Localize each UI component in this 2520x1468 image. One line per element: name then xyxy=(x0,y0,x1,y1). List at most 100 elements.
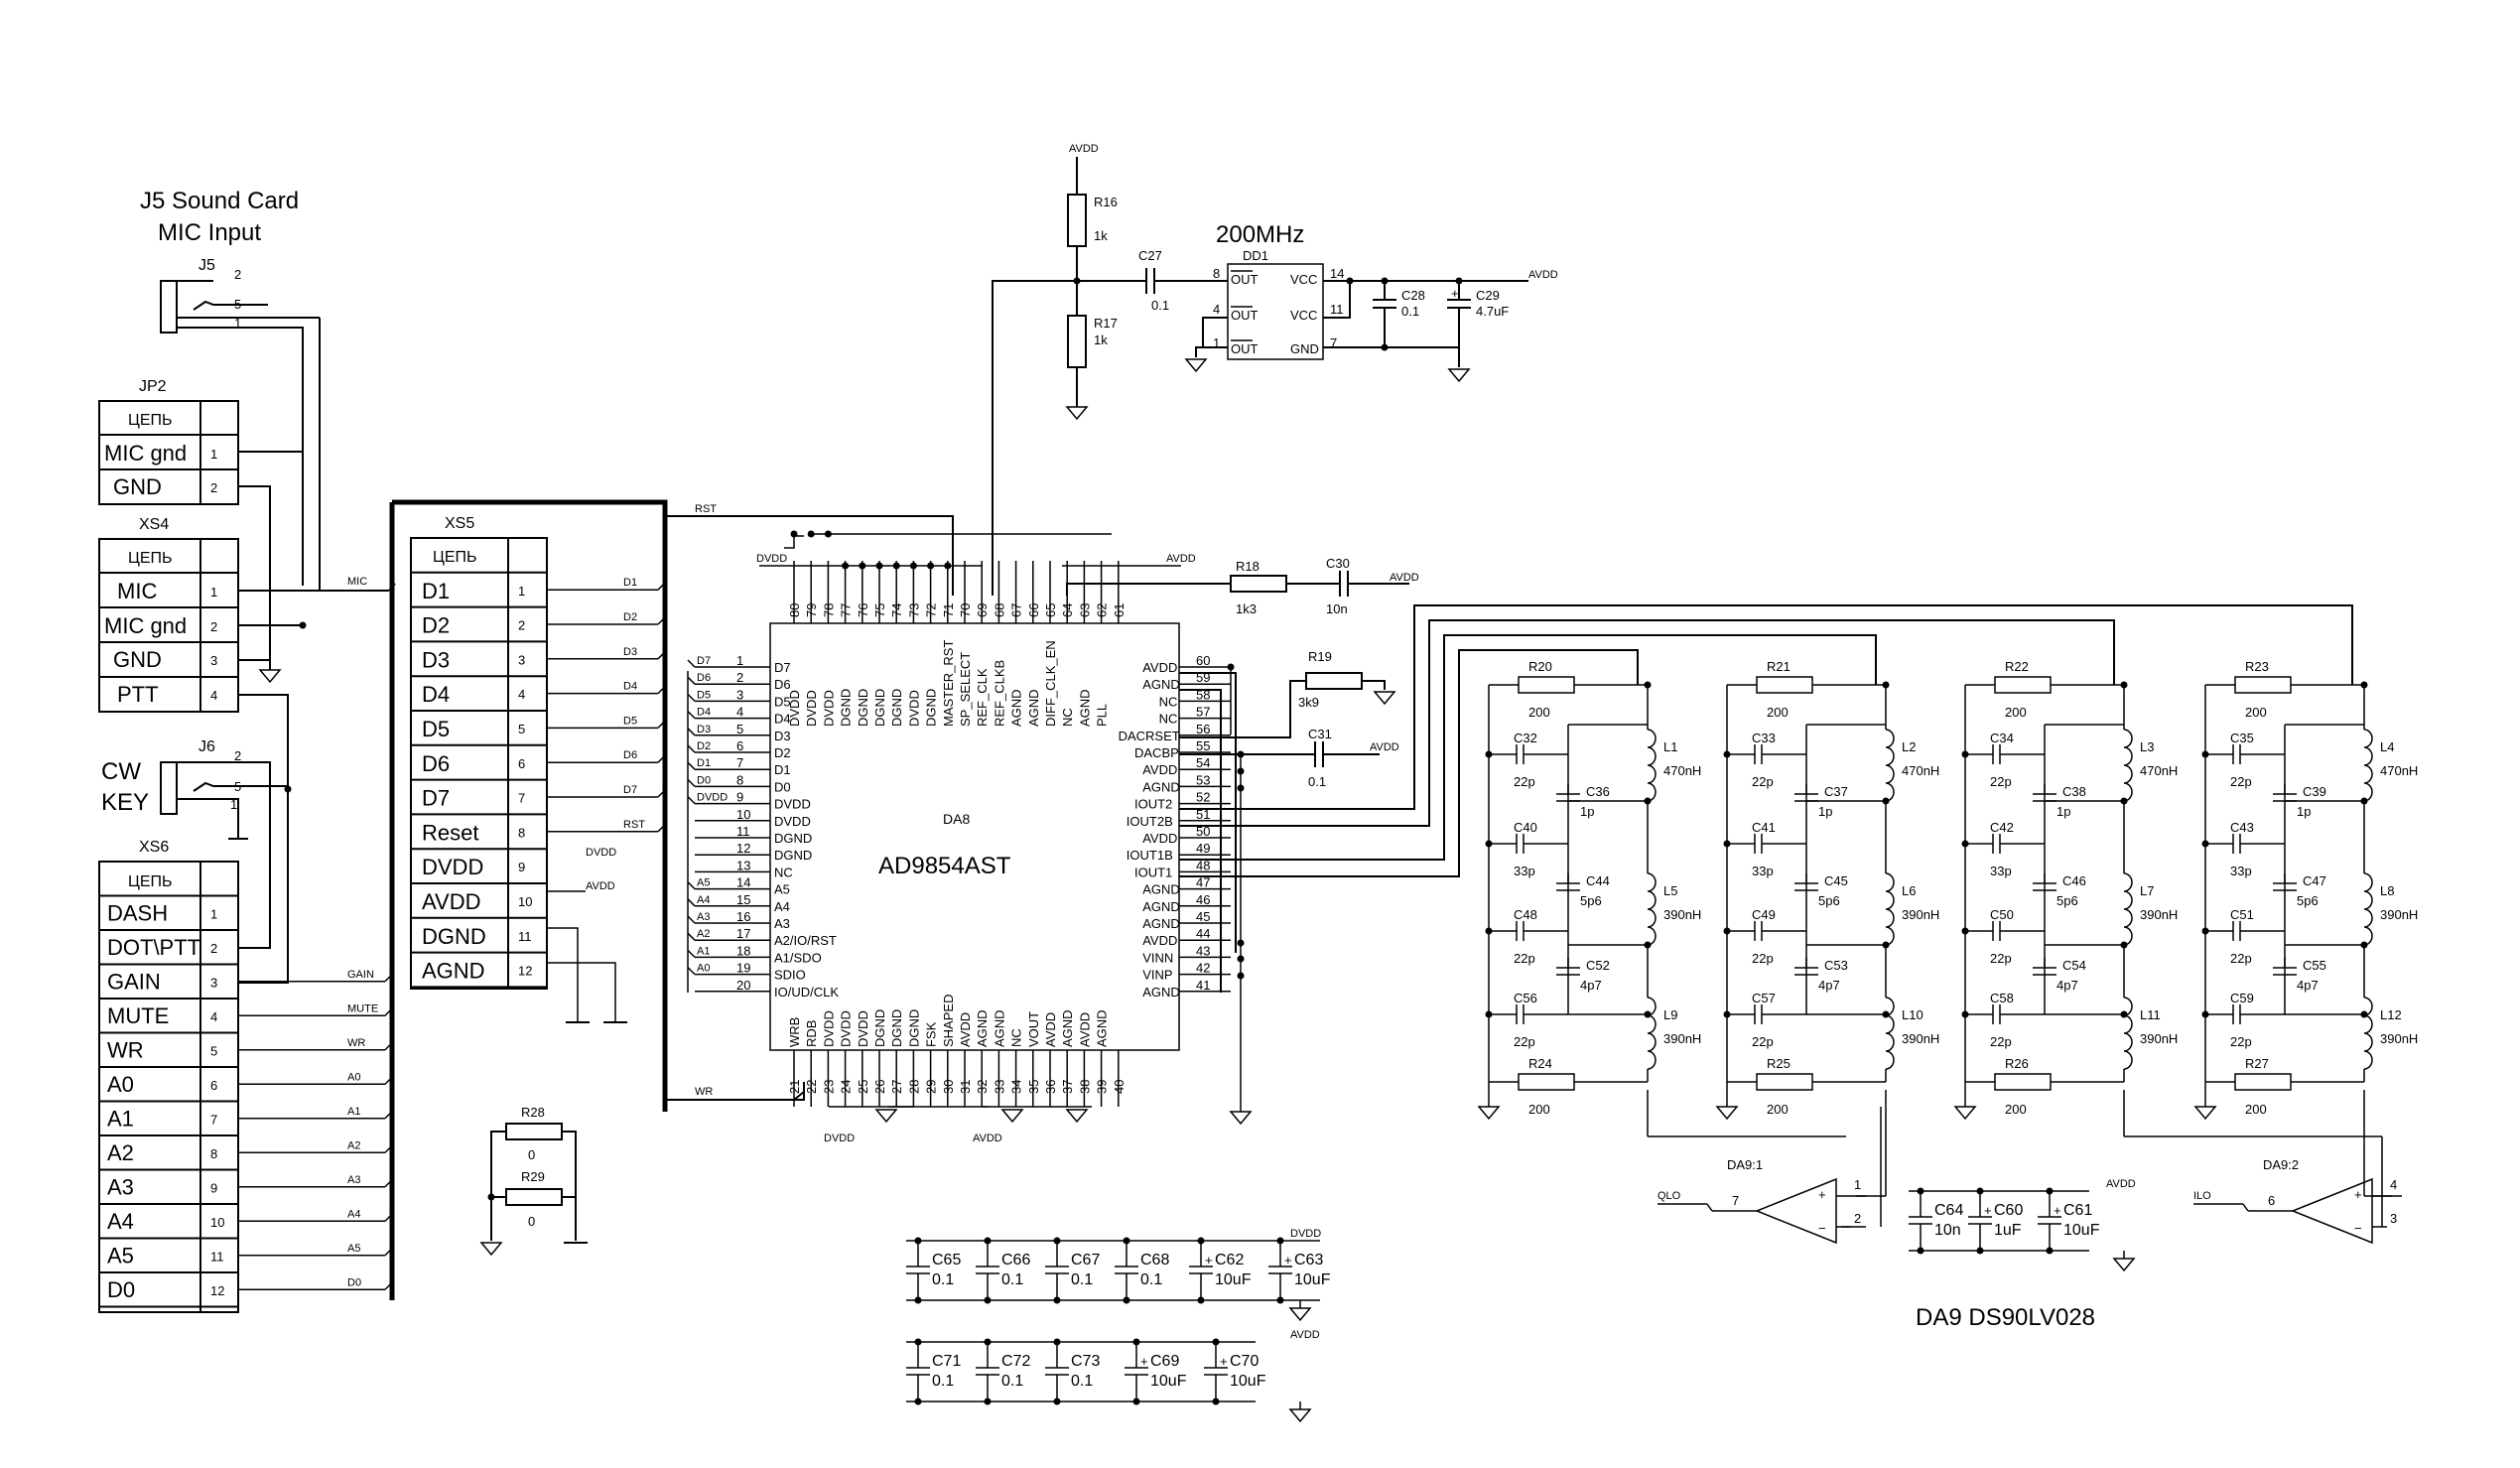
cap-ref: C38 xyxy=(2062,784,2086,799)
da8-pin-num: 21 xyxy=(787,1080,802,1094)
da8-pin-name: DGND xyxy=(839,689,854,727)
da8-pin-name: NC xyxy=(774,865,793,879)
decap-val: 10uF xyxy=(1294,1271,1331,1288)
da8-net-label: D7 xyxy=(697,655,711,667)
da8-pin-num: 72 xyxy=(924,603,939,617)
inductor xyxy=(1885,729,1895,802)
svg-text:AVDD: AVDD xyxy=(1166,553,1196,565)
cap-ref: C41 xyxy=(1752,820,1776,835)
da8-pin-name: DACBP xyxy=(1134,745,1179,760)
xs5-pin-num: 8 xyxy=(518,825,525,840)
svg-text:4: 4 xyxy=(210,688,217,703)
xs5-pin-name: D5 xyxy=(422,717,450,741)
da8-pin-num: 54 xyxy=(1196,755,1210,770)
svg-text:AVDD: AVDD xyxy=(1370,741,1399,753)
da8-net-label: D6 xyxy=(697,672,711,684)
inductor-ref: L6 xyxy=(1902,883,1916,898)
da8-pin-name: AGND xyxy=(1060,1009,1075,1047)
filter-r-val: 200 xyxy=(1528,705,1550,720)
svg-text:CW: CW xyxy=(101,758,141,785)
bus-net-label: WR xyxy=(347,1037,365,1049)
inductor-val: 470nH xyxy=(1902,763,1939,778)
filter-r-val: 200 xyxy=(2245,705,2267,720)
inductor-ref: L2 xyxy=(1902,739,1916,754)
svg-text:XS5: XS5 xyxy=(445,515,474,532)
da8-pin-name: AGND xyxy=(975,1009,990,1047)
polarity: + xyxy=(1205,1253,1213,1268)
inductor-ref: L11 xyxy=(2140,1007,2161,1022)
polarity: + xyxy=(1284,1253,1292,1268)
polarity: + xyxy=(1220,1354,1228,1369)
da8-net-label: A5 xyxy=(697,877,710,889)
inductor xyxy=(2363,729,2373,802)
da8-pin-num: 64 xyxy=(1060,603,1075,617)
svg-text:1k: 1k xyxy=(1094,228,1108,243)
xs5-pin-num: 5 xyxy=(518,722,525,736)
da8-pin-num: 70 xyxy=(958,603,973,617)
da8-pin-name: VINP xyxy=(1142,968,1172,983)
cap-val: 22p xyxy=(1990,774,2012,789)
cap-ref: C50 xyxy=(1990,907,2014,922)
da8-pin-num: 25 xyxy=(856,1080,870,1094)
cap-ref: C58 xyxy=(1990,991,2014,1005)
filter-r-ref: R25 xyxy=(1767,1056,1791,1071)
da8-pin-num: 31 xyxy=(958,1080,973,1094)
cap-ref: C45 xyxy=(1824,873,1848,888)
da8-pin-name: D7 xyxy=(774,660,791,675)
filter-resistor xyxy=(1756,1073,1813,1091)
da8-pin-name: REF_CLKB xyxy=(992,660,1006,727)
xs5-pin-num: 9 xyxy=(518,860,525,874)
svg-text:KEY: KEY xyxy=(101,789,149,816)
da8-pin-name: AGND xyxy=(1142,916,1180,931)
svg-text:3k9: 3k9 xyxy=(1298,695,1319,710)
da8-pin-num: 60 xyxy=(1196,653,1210,668)
filter-r-ref: R26 xyxy=(2005,1056,2029,1071)
decap-ref: C66 xyxy=(1001,1252,1030,1268)
filter-r-val: 200 xyxy=(2245,1102,2267,1117)
da8-pin-num: 28 xyxy=(906,1080,921,1094)
xs5-pin-num: 12 xyxy=(518,964,532,979)
decap-ref: C73 xyxy=(1071,1353,1100,1370)
decap-val: 0.1 xyxy=(1071,1373,1093,1390)
svg-text:1k3: 1k3 xyxy=(1236,601,1257,616)
da8-pin-num: 15 xyxy=(736,892,750,907)
da8-pin-name: FSK xyxy=(924,1021,939,1047)
da8-pin-num: 44 xyxy=(1196,926,1210,941)
da8-pin-name: AGND xyxy=(1077,689,1092,727)
filter-r-ref: R22 xyxy=(2005,659,2029,674)
comp-pin: 4 xyxy=(2390,1177,2397,1192)
da8-pin-name: NC xyxy=(1009,1028,1024,1047)
da8-net-label: D0 xyxy=(697,774,711,786)
ground-symbol xyxy=(874,1109,898,1124)
da8-pin-num: 1 xyxy=(736,653,743,668)
da8-pin-num: 79 xyxy=(804,603,819,617)
da8-pin-name: D3 xyxy=(774,729,791,743)
cap-ref: C48 xyxy=(1514,907,1537,922)
svg-text:R29: R29 xyxy=(521,1169,545,1184)
comparator-symbol xyxy=(2290,1177,2373,1245)
da8-pin-name: DGND xyxy=(924,689,939,727)
da8-pin-name: AVDD xyxy=(1077,1012,1092,1047)
cap-ref: C57 xyxy=(1752,991,1776,1005)
da8-pin-num: 4 xyxy=(736,705,743,720)
xs5-pin-name: DVDD xyxy=(422,855,483,879)
jp2-connector: JP2 ЦЕПЬ MIC gnd 1 GND 2 xyxy=(98,378,303,670)
cap-val: 1p xyxy=(2056,804,2070,819)
decap-ref: C65 xyxy=(932,1252,961,1268)
svg-text:XS4: XS4 xyxy=(139,516,169,533)
da8-pin-num: 8 xyxy=(736,772,743,787)
xs5-header: ЦЕПЬ xyxy=(433,549,477,566)
xs5-pin-name: DGND xyxy=(422,924,486,949)
inductor-val: 390nH xyxy=(2140,1031,2178,1046)
da8-pin-num: 34 xyxy=(1009,1080,1024,1094)
svg-text:0: 0 xyxy=(528,1147,535,1162)
cap-val: 5p6 xyxy=(1818,893,1840,908)
ground-symbol xyxy=(2193,1106,2217,1121)
da8-pin-name: REF_CLK xyxy=(975,668,990,727)
da8-pin-name: RDB xyxy=(804,1020,819,1047)
cap-val: 4p7 xyxy=(2056,978,2078,993)
decap-val: 0.1 xyxy=(1001,1271,1023,1288)
ground-symbol xyxy=(1953,1106,1977,1121)
inductor-val: 470nH xyxy=(2140,763,2178,778)
